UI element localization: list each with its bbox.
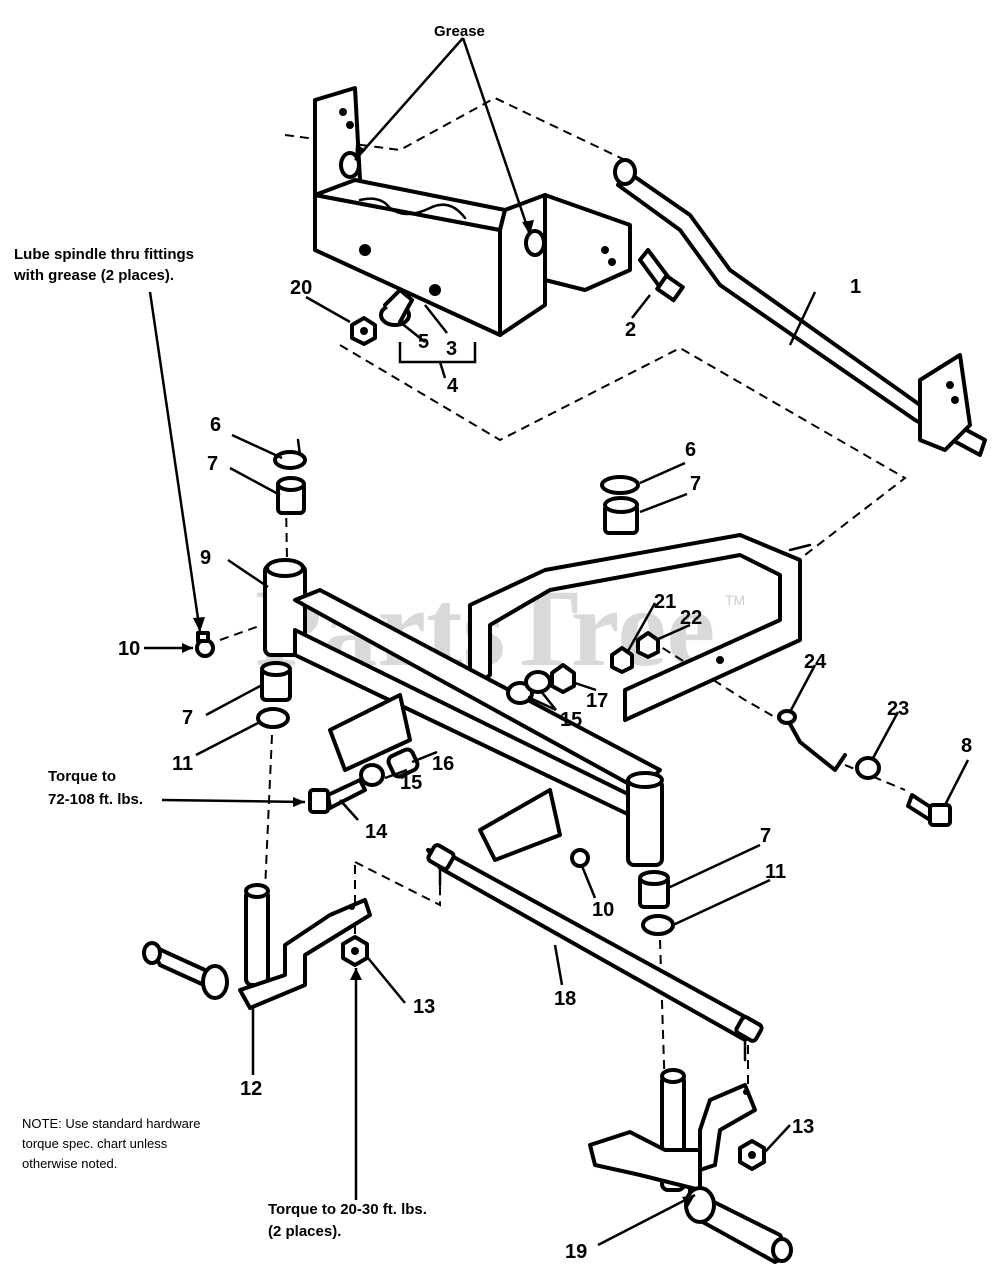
callout-7-lower-right: 7 [760,825,771,847]
frame-yoke [468,533,812,722]
callout-3: 3 [446,338,457,360]
torque-note-b-line-1: Torque to 20-30 ft. lbs. [268,1201,427,1218]
hardware-note-line-1: NOTE: Use standard hardware [22,1116,200,1131]
arrowheads [182,144,695,1207]
torque-note-a-line-1: Torque to [48,768,116,785]
washer-part-23 [855,756,881,780]
bolt-part-2 [638,248,685,303]
callout-22: 22 [680,607,702,629]
grease-fitting-part-10-left [195,631,215,658]
bushing-part-7-upper-right [603,496,639,535]
washers-part-15-upper [506,670,552,705]
torque-note-b-line-2: (2 places). [268,1223,341,1240]
callout-13-right: 13 [792,1116,814,1138]
bushing-part-5 [379,288,414,327]
clip-part-6-right [600,475,640,495]
callout-5: 5 [418,331,429,353]
leader-lines [144,37,970,1247]
watermark-trademark: TM [725,592,745,608]
callout-19: 19 [565,1241,587,1263]
spindle-part-12 [142,883,372,1010]
grease-fitting-part-10-right [570,848,590,868]
callout-7-lower-left: 7 [182,707,193,729]
washer-part-11-right [641,914,675,936]
callout-7-upper-left: 7 [207,453,218,475]
nut-part-22 [636,631,660,659]
callout-6-left: 6 [210,414,221,436]
callout-7-upper-right: 7 [690,473,701,495]
washer-part-11-left [256,707,290,729]
callout-11-left: 11 [172,753,193,775]
nut-part-13-right [738,1139,766,1171]
hardware-note-line-2: torque spec. chart unless [22,1136,168,1151]
bolt-part-8 [906,793,952,827]
callout-10-left: 10 [118,638,140,660]
callout-9: 9 [200,547,211,569]
callout-1: 1 [850,276,861,298]
callout-21: 21 [654,591,676,613]
assembly-dashed-lines [219,96,907,1096]
rod-part-1 [613,158,987,457]
callout-16: 16 [432,753,454,775]
nut-part-21 [610,646,634,674]
callout-17: 17 [586,690,608,712]
bushing-part-16 [386,747,420,779]
callout-8: 8 [961,735,972,757]
torque-note-a-line-2: 72-108 ft. lbs. [48,791,143,808]
hardware-note-line-3: otherwise noted. [22,1156,117,1171]
bushing-part-7-lower-right [638,870,670,909]
callout-14: 14 [365,821,388,843]
callout-20: 20 [290,277,312,299]
tie-rod-part-18 [426,843,764,1062]
spindle-part-19 [588,1068,793,1264]
callout-12: 12 [240,1078,262,1100]
clip-part-6-left [273,438,307,470]
lube-note-line-2: with grease (2 places). [13,267,174,284]
nut-part-20 [350,316,377,346]
grease-note: Grease [434,23,485,40]
callout-6-right: 6 [685,439,696,461]
bolt-part-14 [308,778,367,814]
callout-15-upper: 15 [560,709,582,731]
callout-10-right: 10 [592,899,614,921]
callout-24: 24 [804,651,827,673]
callout-23: 23 [887,698,909,720]
callout-18: 18 [554,988,576,1010]
bushing-part-7-upper-left [276,476,306,515]
lube-note-line-1: Lube spindle thru fittings [14,246,194,263]
bushing-part-7-lower-left [260,661,292,702]
washer-part-15-lower [359,763,385,787]
callout-13-left: 13 [413,996,435,1018]
nut-part-13-left [341,935,369,967]
nut-part-17 [550,663,576,694]
callout-4: 4 [447,375,459,397]
axle-bracket [313,86,632,337]
callout-15-lower: 15 [400,772,422,794]
callout-11-right: 11 [765,861,786,883]
rod-part-24 [777,709,847,772]
callout-2: 2 [625,319,636,341]
front-axle-part-9 [263,558,664,867]
